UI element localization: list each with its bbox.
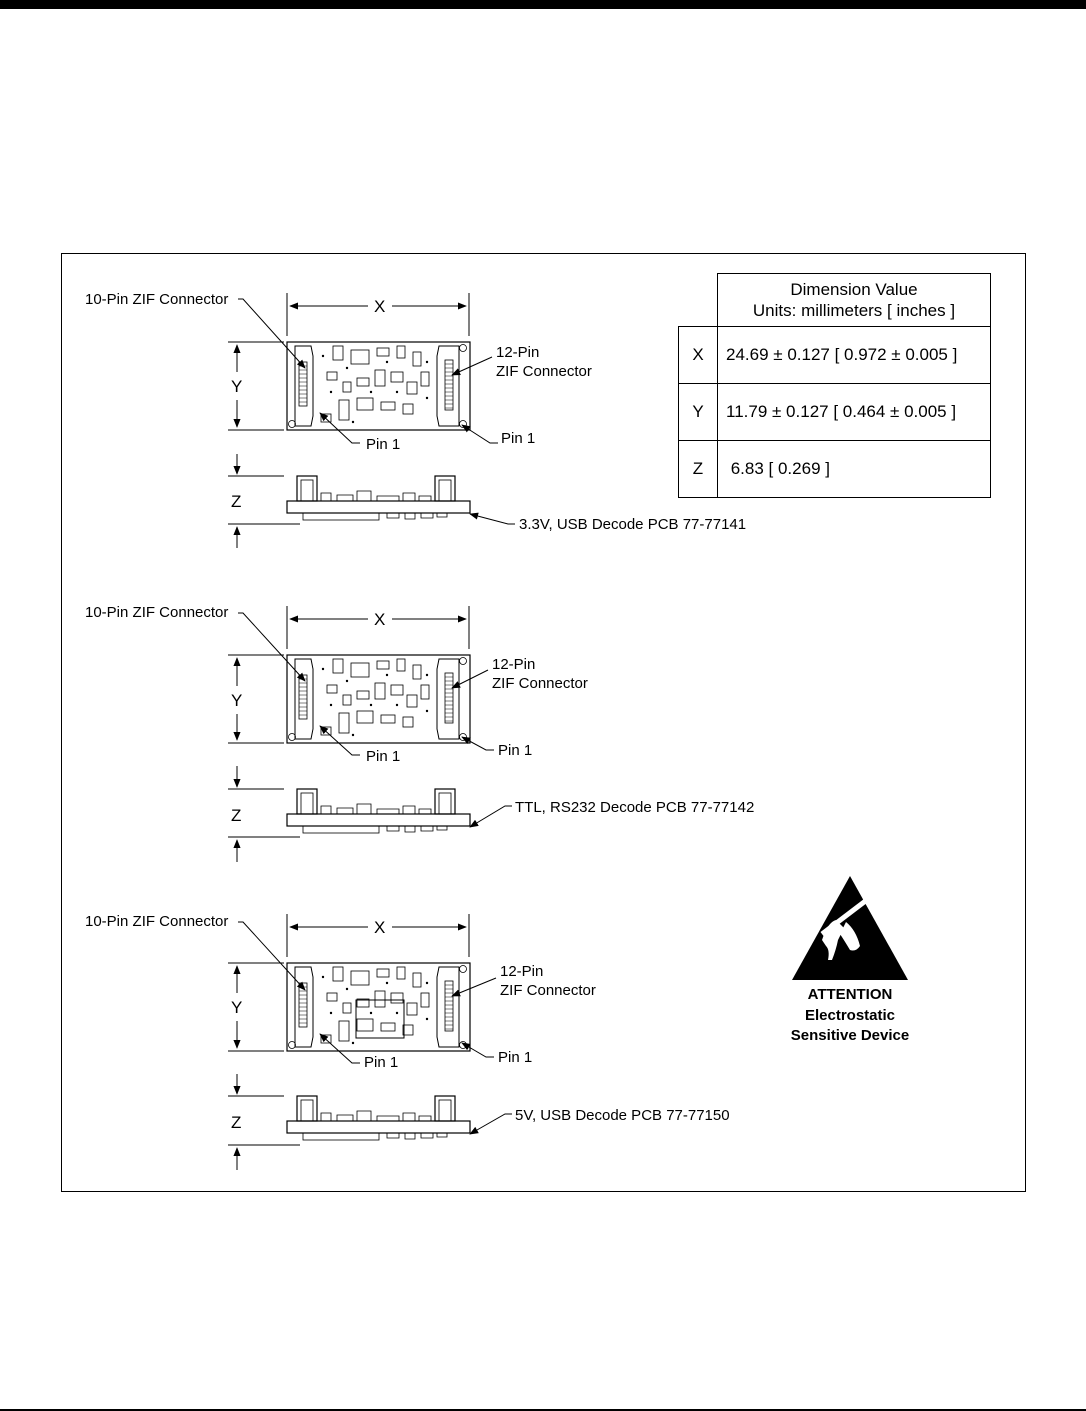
- esd-warning-text: ATTENTION Electrostatic Sensitive Device: [760, 985, 940, 1047]
- board-3-dim-y: Y: [231, 998, 242, 1017]
- board-2-dim-y: Y: [231, 691, 242, 710]
- board-3-pcb-label: 5V, USB Decode PCB 77-77150: [515, 1107, 730, 1124]
- dimension-table-header: Dimension Value Units: millimeters [ inc…: [717, 273, 991, 327]
- board-2-pcb-label: TTL, RS232 Decode PCB 77-77142: [515, 799, 754, 816]
- dimension-axis: X: [678, 326, 718, 384]
- dimension-row-z: Z 6.83 [ 0.269 ]: [678, 440, 991, 498]
- board-1-pin1-right: Pin 1: [501, 430, 535, 447]
- board-3-pin1-right: Pin 1: [498, 1049, 532, 1066]
- esd-warning-icon: [792, 876, 908, 980]
- dimension-header-line2: Units: millimeters [ inches ]: [752, 301, 956, 320]
- board-1-dim-y: Y: [231, 377, 242, 396]
- board-1-dim-z: Z: [231, 492, 241, 511]
- board-2-pin1-left: Pin 1: [366, 748, 400, 765]
- board-1-drawing: [228, 293, 515, 548]
- board-3-dim-x: X: [374, 918, 385, 937]
- board-1-dim-x: X: [374, 297, 385, 316]
- dimension-value: 6.83 [ 0.269 ]: [717, 440, 991, 498]
- board-2-pin1-right: Pin 1: [498, 742, 532, 759]
- board-3-dim-z: Z: [231, 1113, 241, 1132]
- esd-line-electrostatic: Electrostatic: [804, 1006, 896, 1024]
- board-3-twelve-pin-line1: 12-Pin: [500, 963, 543, 980]
- dimension-header-line1: Dimension Value: [790, 280, 918, 299]
- dimension-axis: Z: [678, 440, 718, 498]
- dimension-value: 11.79 ± 0.127 [ 0.464 ± 0.005 ]: [717, 383, 991, 441]
- board-1-pcb-label: 3.3V, USB Decode PCB 77-77141: [519, 516, 746, 533]
- board-2-twelve-pin-line2: ZIF Connector: [492, 675, 588, 692]
- board-2-drawing: [228, 606, 512, 862]
- board-1-ten-pin-label: 10-Pin ZIF Connector: [85, 291, 228, 308]
- board-1-twelve-pin-line2: ZIF Connector: [496, 363, 592, 380]
- dimension-row-y: Y 11.79 ± 0.127 [ 0.464 ± 0.005 ]: [678, 383, 991, 441]
- esd-line-sensitive-device: Sensitive Device: [790, 1027, 910, 1044]
- esd-line-attention: ATTENTION: [807, 986, 893, 1003]
- board-2-dim-z: Z: [231, 806, 241, 825]
- board-3-pin1-left: Pin 1: [364, 1054, 398, 1071]
- board-2-ten-pin-label: 10-Pin ZIF Connector: [85, 604, 228, 621]
- top-rule: [0, 0, 1086, 9]
- drawing-frame: [61, 253, 1026, 1192]
- bottom-rule: [0, 1409, 1086, 1411]
- board-3-ten-pin-label: 10-Pin ZIF Connector: [85, 913, 228, 930]
- dimension-axis: Y: [678, 383, 718, 441]
- board-1-pin1-left: Pin 1: [366, 436, 400, 453]
- dimension-value: 24.69 ± 0.127 [ 0.972 ± 0.005 ]: [717, 326, 991, 384]
- board-3-twelve-pin-line2: ZIF Connector: [500, 982, 596, 999]
- board-2-dim-x: X: [374, 610, 385, 629]
- board-3-drawing: [228, 914, 512, 1170]
- board-1-twelve-pin-line1: 12-Pin: [496, 344, 539, 361]
- dimension-row-x: X 24.69 ± 0.127 [ 0.972 ± 0.005 ]: [678, 326, 991, 384]
- dimension-table: Dimension Value Units: millimeters [ inc…: [678, 273, 991, 498]
- board-2-twelve-pin-line1: 12-Pin: [492, 656, 535, 673]
